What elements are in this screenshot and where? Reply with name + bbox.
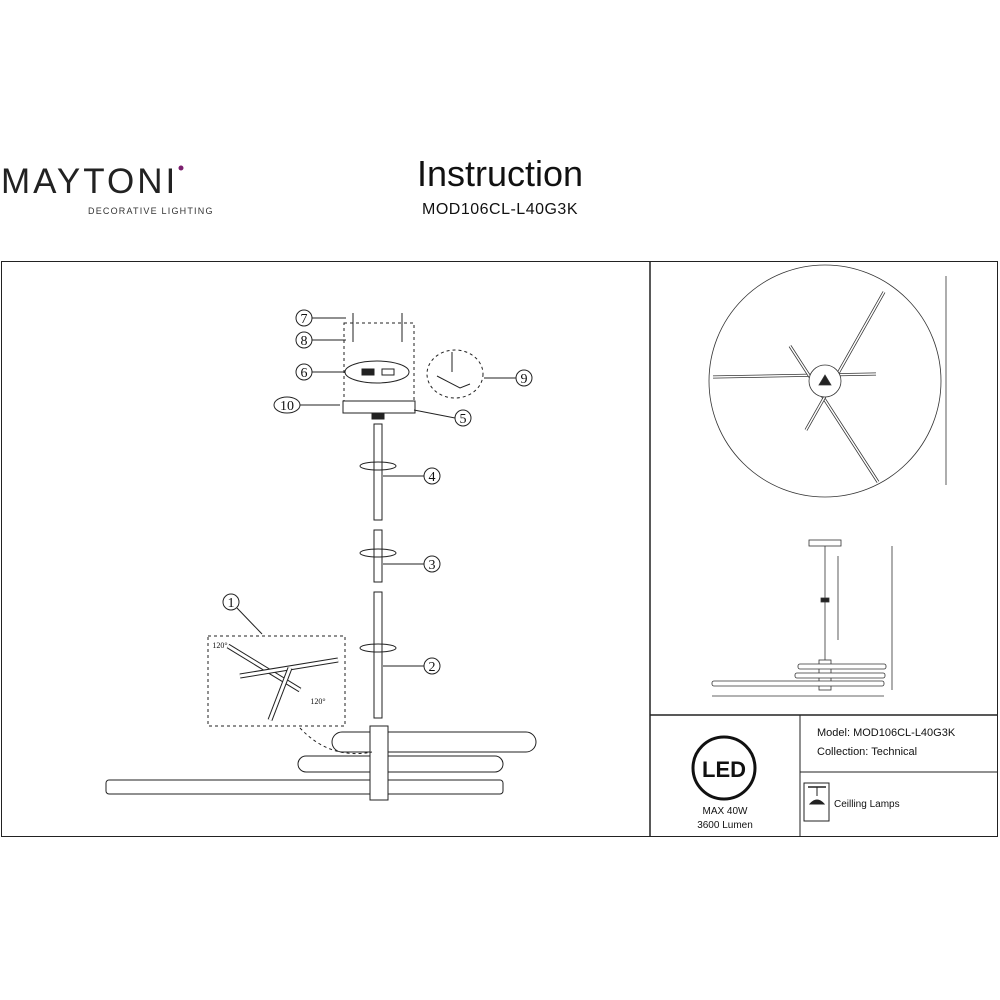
top-arm-2-inner — [789, 345, 879, 483]
callout-2-label: 2 — [429, 660, 436, 675]
ceiling-icon-shade — [808, 799, 826, 805]
callout-7-label: 7 — [301, 312, 308, 327]
detail-arm-a-inner — [227, 644, 301, 692]
led-icon: LED — [691, 735, 757, 801]
callout-5-label: 5 — [460, 412, 467, 427]
spec-collection: Collection: Technical — [817, 746, 918, 758]
led-badge-text: LED — [702, 757, 746, 782]
ceiling-lamp-icon — [803, 782, 830, 822]
callouts — [222, 309, 533, 675]
callout-1-label: 1 — [228, 596, 235, 611]
spec-category: Ceilling Lamps — [834, 799, 900, 810]
wiring-detail — [426, 349, 484, 399]
rod-section-3 — [373, 529, 383, 583]
arm-detail-box — [207, 635, 346, 727]
rod-section-2 — [373, 591, 383, 719]
rod-2-rotation — [359, 643, 397, 653]
top-arm-1-inner — [712, 373, 877, 378]
leader-1 — [236, 607, 263, 635]
rod-section-4 — [373, 423, 383, 521]
callout-10-label: 10 — [280, 399, 294, 414]
hub-front — [369, 725, 389, 801]
canopy-outline — [343, 322, 415, 402]
logo-accent-dot — [178, 165, 184, 171]
top-view-circle — [708, 264, 942, 498]
side-view — [711, 539, 893, 697]
brand-name: MAYTONI — [1, 162, 179, 201]
detail-arm-c-inner — [268, 667, 292, 721]
callout-4-label: 4 — [429, 470, 436, 485]
callout-9-label: 9 — [521, 372, 528, 387]
assembly-view — [105, 313, 537, 801]
connector-detail — [344, 360, 410, 384]
side-joint — [820, 597, 830, 603]
top-arm-3-inner — [805, 291, 885, 431]
spec-power: MAX 40W — [702, 806, 748, 817]
rod-3-rotation — [359, 548, 397, 558]
rod-4-rotation — [359, 461, 397, 471]
angle-label-left: 120° — [212, 641, 227, 650]
brand-tagline: DECORATIVE LIGHTING — [88, 206, 214, 216]
arm-lower — [105, 779, 504, 795]
side-arm-a — [797, 663, 887, 670]
side-arm-b — [794, 672, 886, 679]
callout-3-label: 3 — [429, 558, 436, 573]
top-view — [708, 264, 947, 498]
callout-1 — [222, 593, 240, 611]
instruction-sheet-frame — [1, 261, 998, 837]
wiring-clip — [436, 375, 471, 389]
top-hub-mark — [818, 374, 832, 386]
canopy-plate — [342, 400, 416, 414]
arm-middle — [297, 755, 504, 773]
terminal-left — [361, 368, 375, 376]
terminal-right — [381, 368, 395, 376]
side-canopy — [808, 539, 842, 547]
spec-lumen: 3600 Lumen — [697, 820, 753, 831]
angle-label-right: 120° — [310, 697, 325, 706]
callout-6-label: 6 — [301, 366, 308, 381]
side-arm-c — [711, 680, 885, 687]
callout-labels: 7 8 6 10 5 9 4 3 2 1 120° 120° — [212, 312, 527, 706]
model-code: MOD106CL-L40G3K — [421, 201, 578, 218]
ceiling-icon-frame — [803, 782, 830, 822]
led-badge-circle — [691, 735, 757, 801]
spec-model: Model: MOD106CL-L40G3K — [817, 727, 956, 739]
arm-upper — [331, 731, 537, 753]
detail-link — [299, 727, 373, 755]
leader-5 — [413, 409, 456, 419]
canopy-nipple — [371, 412, 385, 420]
callout-8-label: 8 — [301, 334, 308, 349]
page-title: Instruction — [416, 153, 584, 194]
brand-logo: MAYTONI DECORATIVE LIGHTING — [0, 162, 212, 216]
